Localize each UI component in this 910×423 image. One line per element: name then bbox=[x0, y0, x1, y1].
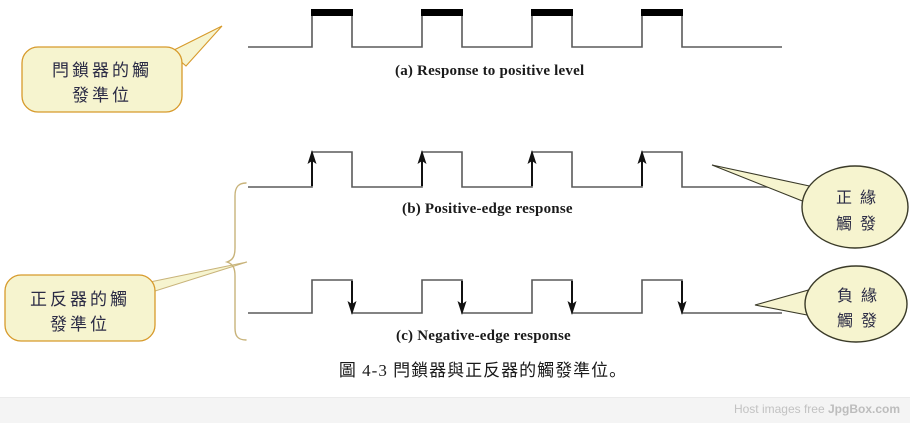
callout-flipflop-line2: 發準位 bbox=[50, 315, 110, 334]
callout-negative-edge-line1: 負 緣 bbox=[837, 287, 879, 305]
callout-negative-edge-trigger[interactable]: 負 緣 觸 發 bbox=[754, 265, 908, 343]
callout-latch-trigger-level[interactable]: 閂鎖器的觸 發準位 bbox=[21, 25, 223, 113]
waveform-a-path bbox=[248, 14, 782, 48]
footer-watermark-text: Host images free bbox=[733, 402, 828, 416]
waveform-a: (a) Response to positive level bbox=[248, 9, 782, 79]
waveform-a-label: (a) Response to positive level bbox=[395, 63, 584, 79]
waveform-c: (c) Negative-edge response bbox=[248, 279, 782, 344]
footer-bar: Host images free JpgBox.com bbox=[0, 397, 910, 423]
brace-b-and-c bbox=[224, 182, 247, 341]
callout-flipflop-trigger-level[interactable]: 正反器的觸 發準位 bbox=[4, 261, 248, 342]
waveform-b-label: (b) Positive-edge response bbox=[402, 201, 573, 217]
callout-latch-line2: 發準位 bbox=[72, 86, 132, 105]
waveform-c-falling-edge-arrows bbox=[347, 281, 687, 315]
callout-flipflop-line1: 正反器的觸 bbox=[30, 290, 130, 309]
figure-caption: 圖 4-3 閂鎖器與正反器的觸發準位。 bbox=[339, 361, 627, 380]
callout-flipflop-body bbox=[4, 274, 156, 342]
callout-positive-edge-body bbox=[801, 165, 909, 249]
callout-positive-edge-line2: 觸 發 bbox=[836, 215, 878, 233]
waveform-c-label: (c) Negative-edge response bbox=[396, 328, 571, 344]
callout-latch-body bbox=[21, 46, 183, 113]
waveform-b-rising-edge-arrows bbox=[307, 150, 647, 186]
waveform-b-path bbox=[248, 151, 782, 188]
waveform-b: (b) Positive-edge response bbox=[248, 150, 782, 217]
footer-watermark: Host images free JpgBox.com bbox=[734, 402, 900, 416]
callout-positive-edge-line1: 正 緣 bbox=[836, 189, 878, 207]
waveform-c-path bbox=[248, 279, 782, 314]
footer-watermark-brand: JpgBox.com bbox=[827, 402, 900, 416]
callout-negative-edge-line2: 觸 發 bbox=[837, 312, 879, 330]
callout-negative-edge-body bbox=[804, 265, 908, 343]
callout-latch-line1: 閂鎖器的觸 bbox=[52, 61, 152, 80]
callout-positive-edge-trigger[interactable]: 正 緣 觸 發 bbox=[711, 164, 909, 249]
waveform-a-level-bars bbox=[311, 9, 683, 16]
